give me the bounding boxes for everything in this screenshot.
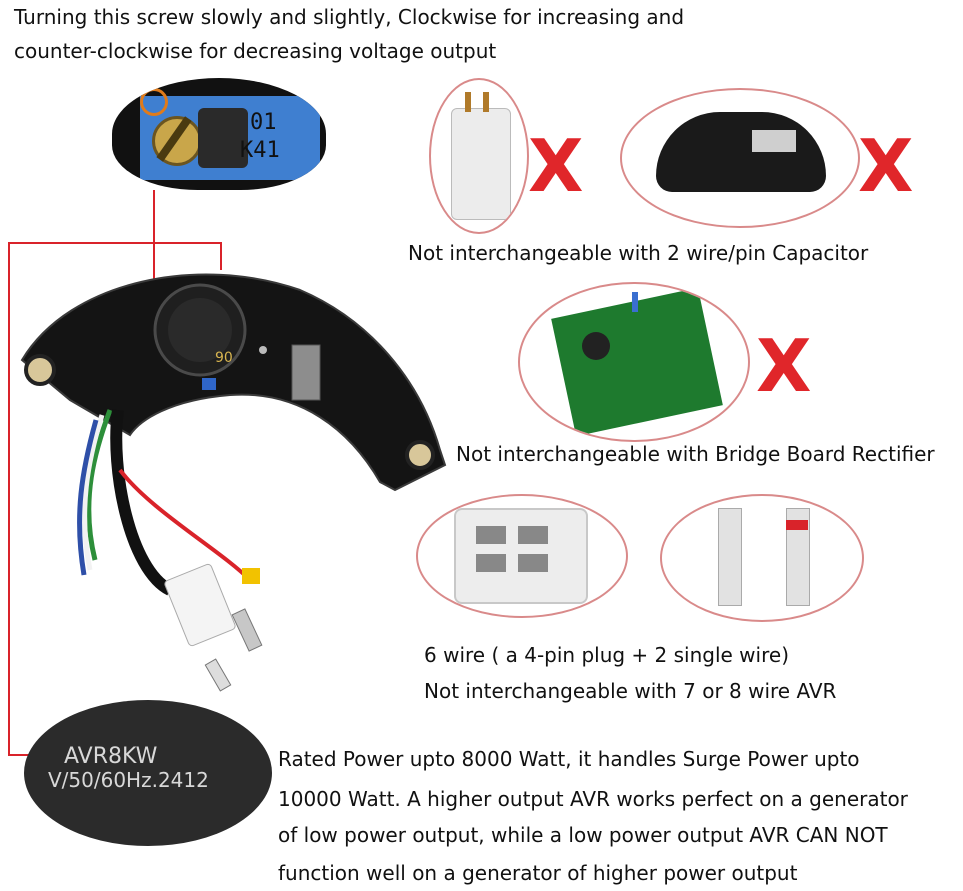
not-compatible-x-icon: X: [756, 324, 812, 408]
screw-closeup-photo: 01 K41: [112, 78, 326, 190]
bridge-rectifier-photo: [518, 282, 750, 442]
rating-line3: of low power output, while a low power o…: [278, 823, 888, 847]
screw-instruction-line2: counter-clockwise for decreasing voltage…: [14, 39, 497, 63]
screw-code-1: 01: [250, 110, 277, 135]
avr-board-photo: 90: [20, 273, 447, 692]
not-compatible-x-icon: X: [858, 124, 914, 208]
svg-text:90: 90: [215, 350, 233, 366]
single-wire-terminals-photo: [660, 494, 864, 622]
rating-line4: function well on a generator of higher p…: [278, 861, 798, 885]
red-frame-line: [220, 242, 222, 270]
model-label-line1: AVR8KW: [64, 744, 158, 769]
four-pin-plug-photo: [416, 494, 628, 618]
wire-caption-line2: Not interchangeable with 7 or 8 wire AVR: [424, 679, 837, 703]
model-label-closeup: AVR8KW V/50/60Hz.2412: [24, 700, 272, 846]
bridge-caption: Not interchangeable with Bridge Board Re…: [456, 442, 935, 466]
screw-instruction-line1: Turning this screw slowly and slightly, …: [14, 5, 685, 29]
wire-caption-line1: 6 wire ( a 4-pin plug + 2 single wire): [424, 643, 789, 667]
screw-code-2: K41: [240, 138, 280, 163]
red-frame-line: [8, 242, 222, 244]
rating-line1: Rated Power upto 8000 Watt, it handles S…: [278, 747, 860, 771]
capacitor-photo: [429, 78, 529, 234]
model-label-line2: V/50/60Hz.2412: [48, 768, 209, 792]
red-frame-line: [8, 242, 10, 756]
rating-line2: 10000 Watt. A higher output AVR works pe…: [278, 787, 908, 811]
alternate-avr-photo: [620, 88, 860, 228]
not-compatible-x-icon: X: [528, 124, 584, 208]
capacitor-caption: Not interchangeable with 2 wire/pin Capa…: [408, 241, 869, 265]
